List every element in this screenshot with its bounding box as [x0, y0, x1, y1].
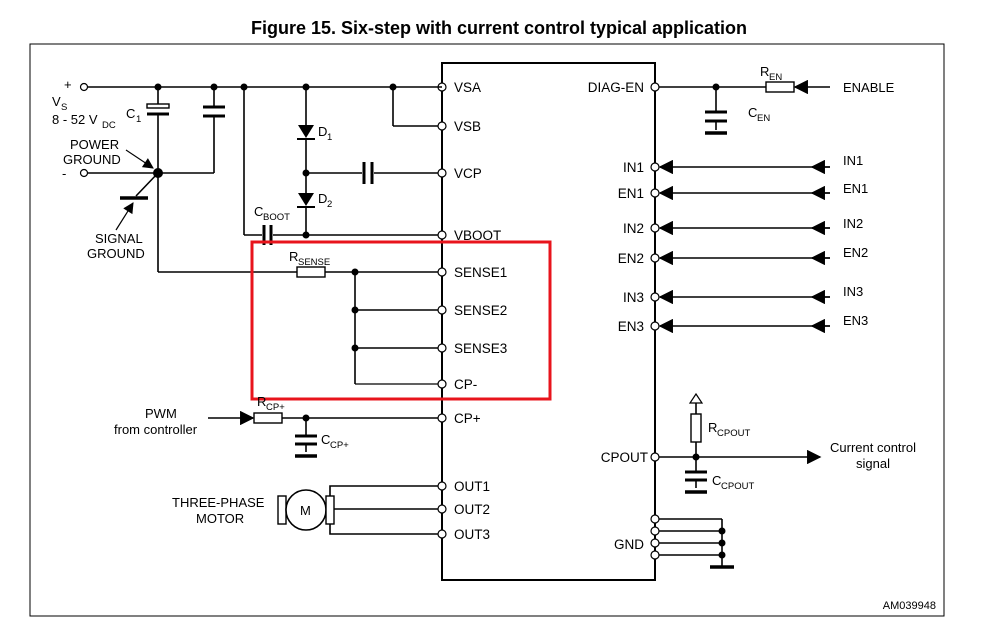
left-pin-labels: VSA VSB VCP VBOOT SENSE1 SENSE2 SENSE3 C… [454, 80, 507, 542]
signal-ground-1: SIGNAL [95, 231, 143, 246]
d2-sub: 2 [327, 199, 332, 210]
pin-out2: OUT2 [454, 502, 490, 517]
pin-in3: IN3 [623, 290, 644, 305]
current-control-signal: signal [856, 456, 890, 471]
ccpout-label: C [712, 473, 721, 488]
pin-vsa: VSA [454, 80, 481, 95]
enable-label: ENABLE [843, 80, 895, 95]
d1-sub: 1 [327, 132, 332, 143]
highlight-box [250, 240, 552, 401]
power-ground-1: POWER [70, 137, 119, 152]
pin-out1: OUT1 [454, 479, 490, 494]
cen-label: C [748, 105, 757, 120]
vs-label: V [52, 94, 61, 109]
rcpout-sub: CPOUT [717, 428, 750, 439]
power-ground-2: GROUND [63, 152, 121, 167]
pwm-from-controller: from controller [114, 422, 198, 437]
right-pin-labels: DIAG-EN IN1 EN1 IN2 EN2 IN3 EN3 CPOUT GN… [588, 80, 648, 552]
en1-label: EN1 [843, 181, 868, 196]
rcpout-label: R [708, 420, 717, 435]
supply-minus: - [62, 166, 66, 181]
in3-label: IN3 [843, 284, 863, 299]
pin-vcp: VCP [454, 166, 482, 181]
cen-sub: EN [757, 113, 770, 124]
rcp-sub: CP+ [266, 402, 285, 413]
motor-label-1: THREE-PHASE [172, 495, 265, 510]
ren-label: R [760, 64, 769, 79]
charge-pump-section: D 1 D 2 C BOOT [243, 87, 438, 245]
ren-sub: EN [769, 72, 782, 83]
d1-label: D [318, 124, 327, 139]
pin-in2: IN2 [623, 221, 644, 236]
pin-sense3: SENSE3 [454, 341, 507, 356]
current-control-label: Current control [830, 440, 916, 455]
motor-symbol: M [300, 503, 311, 518]
pwm-input-section: PWM from controller R CP+ C CP+ [114, 394, 438, 458]
c1-sub: 1 [136, 114, 141, 125]
rcp-label: R [257, 394, 266, 409]
in2-label: IN2 [843, 216, 863, 231]
motor-section: THREE-PHASE MOTOR M [172, 485, 438, 535]
pin-en1: EN1 [618, 186, 644, 201]
supply-plus: + [64, 77, 72, 92]
ccp-label: C [321, 432, 330, 447]
pin-diag-en: DIAG-EN [588, 80, 644, 95]
pin-sense1: SENSE1 [454, 265, 507, 280]
pin-vsb: VSB [454, 119, 481, 134]
pin-vboot: VBOOT [454, 228, 501, 243]
cpout-section: R CPOUT C CPOUT Current control signal [659, 392, 916, 494]
pin-cp-plus: CP+ [454, 411, 481, 426]
vs-sub: S [61, 102, 67, 113]
gnd-section [659, 518, 734, 569]
signal-ground-2: GROUND [87, 246, 145, 261]
left-pin-circles [437, 82, 447, 539]
en3-label: EN3 [843, 313, 868, 328]
vs-range: 8 - 52 V [52, 112, 98, 127]
sense-network: R SENSE [289, 249, 438, 385]
pin-en3: EN3 [618, 319, 644, 334]
vsa-vsb-link [392, 87, 438, 127]
en2-label: EN2 [843, 245, 868, 260]
rsense-sub: SENSE [298, 257, 330, 268]
cboot-sub: BOOT [263, 212, 290, 223]
figure-id: AM039948 [883, 600, 936, 612]
pin-out3: OUT3 [454, 527, 490, 542]
pin-cpout: CPOUT [601, 450, 648, 465]
logic-inputs: IN1 EN1 IN2 EN2 IN3 EN3 [658, 153, 868, 334]
in1-label: IN1 [843, 153, 863, 168]
figure-frame [29, 43, 945, 617]
figure-title: Figure 15. Six-step with current control… [250, 18, 748, 38]
motor-label-2: MOTOR [196, 511, 244, 526]
ccp-sub: CP+ [330, 440, 349, 451]
rsense-label: R [289, 249, 298, 264]
pin-gnd: GND [614, 537, 644, 552]
cboot-label: C [254, 204, 263, 219]
ccpout-sub: CPOUT [721, 481, 754, 492]
pin-sense2: SENSE2 [454, 303, 507, 318]
c1-label: C [126, 106, 135, 121]
supply-section: + - V S 8 - 52 V DC C 1 POWER GROUND [52, 77, 442, 273]
pin-en2: EN2 [618, 251, 644, 266]
pin-cp-minus: CP- [454, 377, 477, 392]
vs-range-sub: DC [102, 120, 116, 131]
d2-label: D [318, 191, 327, 206]
pin-in1: IN1 [623, 160, 644, 175]
pwm-label: PWM [145, 406, 177, 421]
diag-en-section: R EN ENABLE C EN [659, 64, 895, 135]
